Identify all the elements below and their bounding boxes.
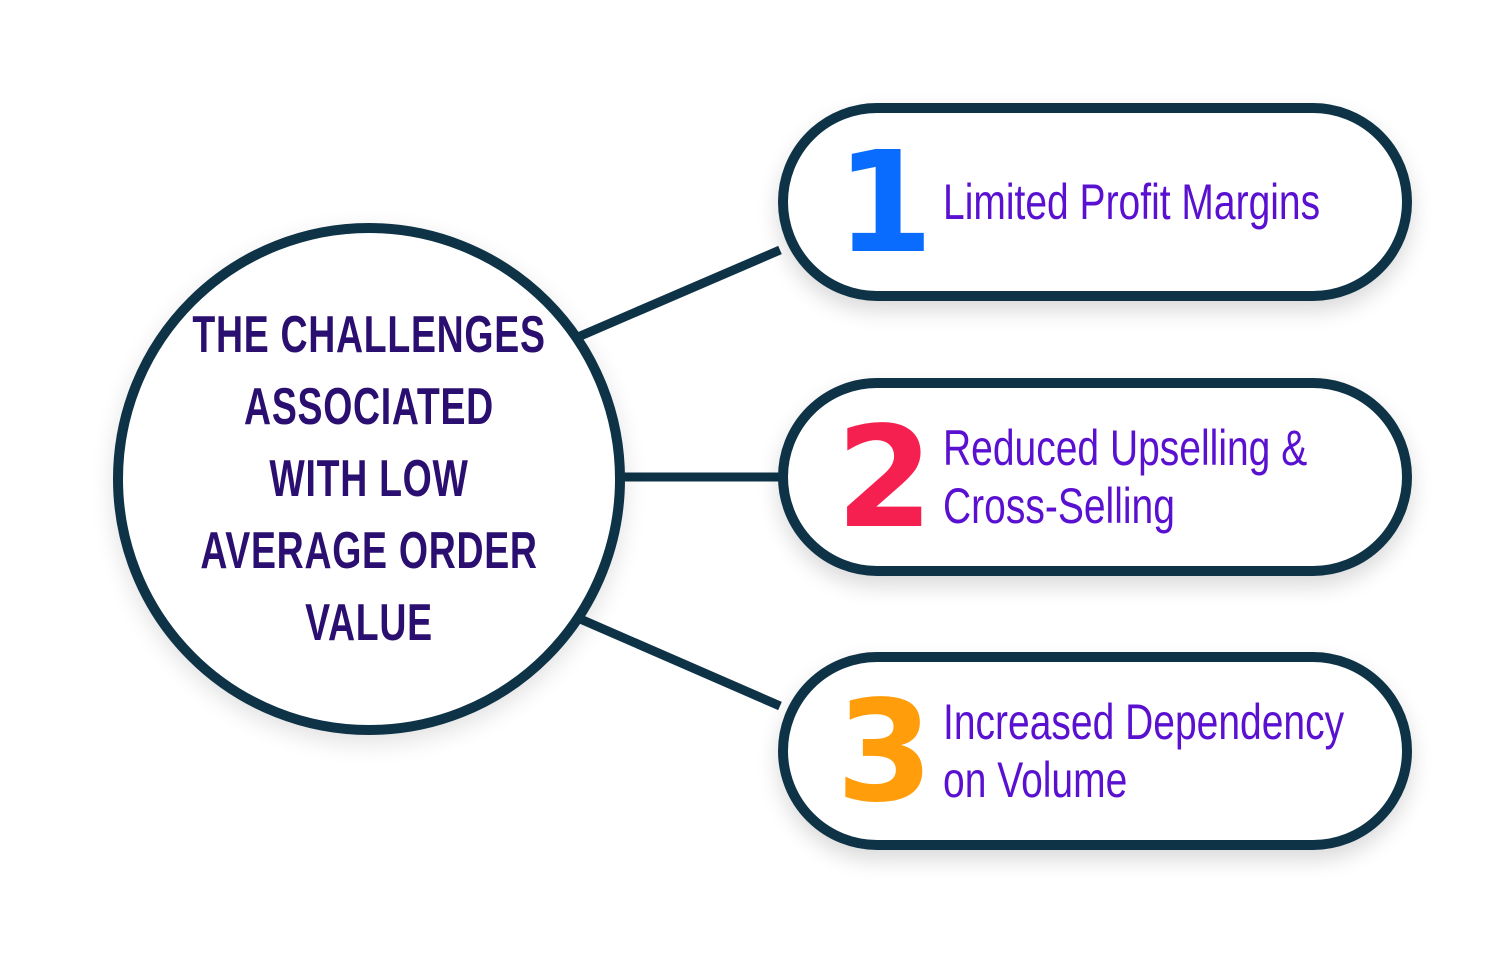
item-number-1: 1 (836, 122, 934, 285)
connector-line-3 (576, 613, 782, 711)
item-number-3: 3 (836, 671, 934, 834)
item-label-2: Reduced Upselling & Cross-Selling (943, 420, 1308, 534)
circle-title: THE CHALLENGES ASSOCIATED WITH LOW AVERA… (192, 306, 546, 652)
center-circle: THE CHALLENGES ASSOCIATED WITH LOW AVERA… (113, 223, 625, 735)
item-label-1: Limited Profit Margins (943, 174, 1321, 230)
item-number-2: 2 (836, 397, 934, 560)
connector-line-1 (576, 245, 782, 342)
challenge-item-1: 1 Limited Profit Margins (778, 103, 1412, 301)
item-label-3: Increased Dependency on Volume (943, 694, 1345, 808)
challenge-item-3: 3 Increased Dependency on Volume (778, 652, 1412, 850)
challenge-item-2: 2 Reduced Upselling & Cross-Selling (778, 378, 1412, 576)
